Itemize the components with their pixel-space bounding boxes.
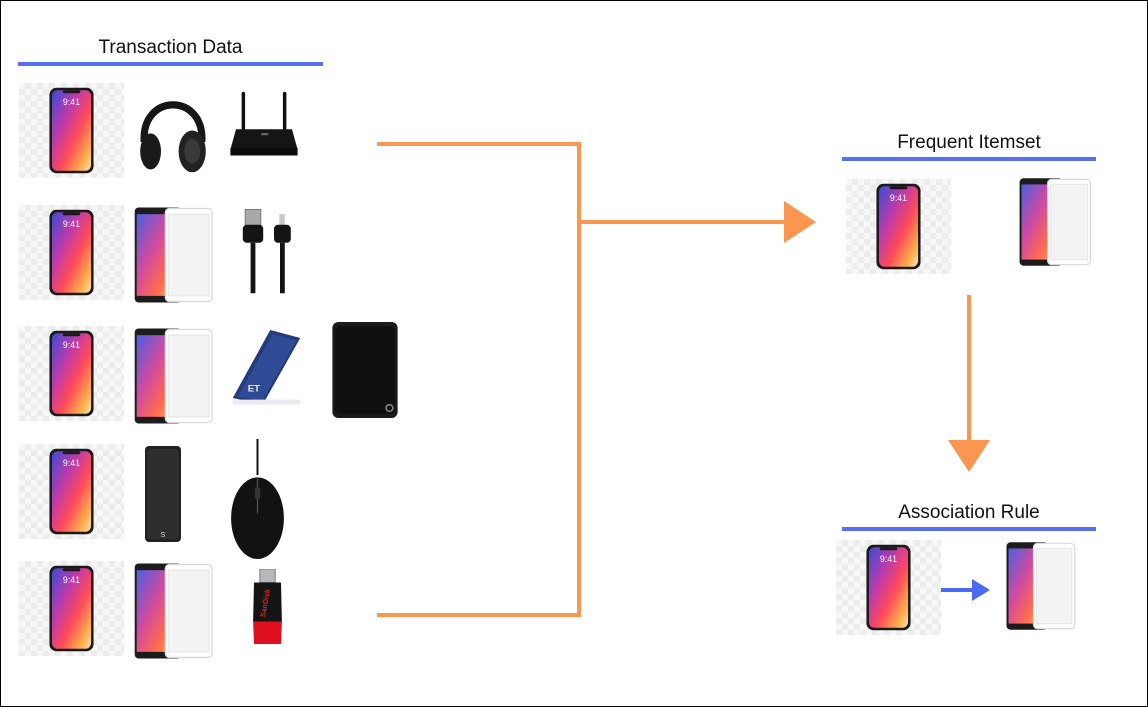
svg-text:9:41: 9:41 bbox=[63, 219, 80, 229]
rule-consequent-redmi-phone-image bbox=[1005, 540, 1080, 632]
transaction-3-iphone-image: 9:41 bbox=[19, 326, 124, 421]
transaction-2-iphone-image: 9:41 bbox=[19, 205, 124, 300]
transaction-1-router-image bbox=[229, 88, 299, 163]
svg-text:9:41: 9:41 bbox=[63, 340, 80, 350]
transaction-3-redmi-phone-image bbox=[133, 326, 218, 426]
svg-text:9:41: 9:41 bbox=[63, 575, 80, 585]
frequent-itemset-title: Frequent Itemset bbox=[897, 132, 1041, 153]
transaction-2-redmi-phone-image bbox=[133, 205, 218, 305]
merge-bracket bbox=[377, 142, 784, 617]
transaction-4-power-bank-image: S bbox=[133, 444, 193, 544]
association-rule-underline bbox=[842, 527, 1096, 531]
transaction-3-phone-case-image: ET bbox=[229, 326, 304, 406]
transaction-5-redmi-phone-image bbox=[133, 561, 218, 661]
rule-antecedent-iphone-image: 9:41 bbox=[836, 540, 941, 635]
transaction-2-usb-cable-image bbox=[238, 205, 298, 295]
transaction-4-iphone-image: 9:41 bbox=[19, 444, 124, 539]
transaction-5-iphone-image: 9:41 bbox=[19, 561, 124, 656]
transaction-1-headphones-image bbox=[133, 83, 213, 178]
svg-text:9:41: 9:41 bbox=[890, 193, 907, 203]
frequent-itemset-underline bbox=[842, 157, 1096, 161]
transaction-4-mouse-image bbox=[230, 439, 285, 559]
transaction-data-underline bbox=[18, 62, 323, 66]
svg-text:ET: ET bbox=[248, 384, 260, 395]
association-rule-title: Association Rule bbox=[898, 502, 1040, 523]
svg-text:9:41: 9:41 bbox=[880, 554, 897, 564]
svg-text:S: S bbox=[161, 532, 166, 539]
down-arrowhead bbox=[948, 440, 990, 472]
frequent-redmi-phone-image bbox=[1018, 176, 1096, 268]
rule-arrowhead bbox=[972, 579, 990, 601]
transaction-data-title: Transaction Data bbox=[98, 37, 243, 58]
transaction-5-usb-drive-image: SanDisk bbox=[245, 568, 290, 644]
frequent-iphone-image: 9:41 bbox=[846, 179, 951, 274]
transaction-3-external-hdd-image bbox=[331, 320, 399, 420]
transaction-1-iphone-image: 9:41 bbox=[19, 83, 124, 178]
svg-text:9:41: 9:41 bbox=[63, 458, 80, 468]
to-frequent-arrowhead bbox=[784, 201, 816, 243]
svg-text:9:41: 9:41 bbox=[63, 97, 80, 107]
